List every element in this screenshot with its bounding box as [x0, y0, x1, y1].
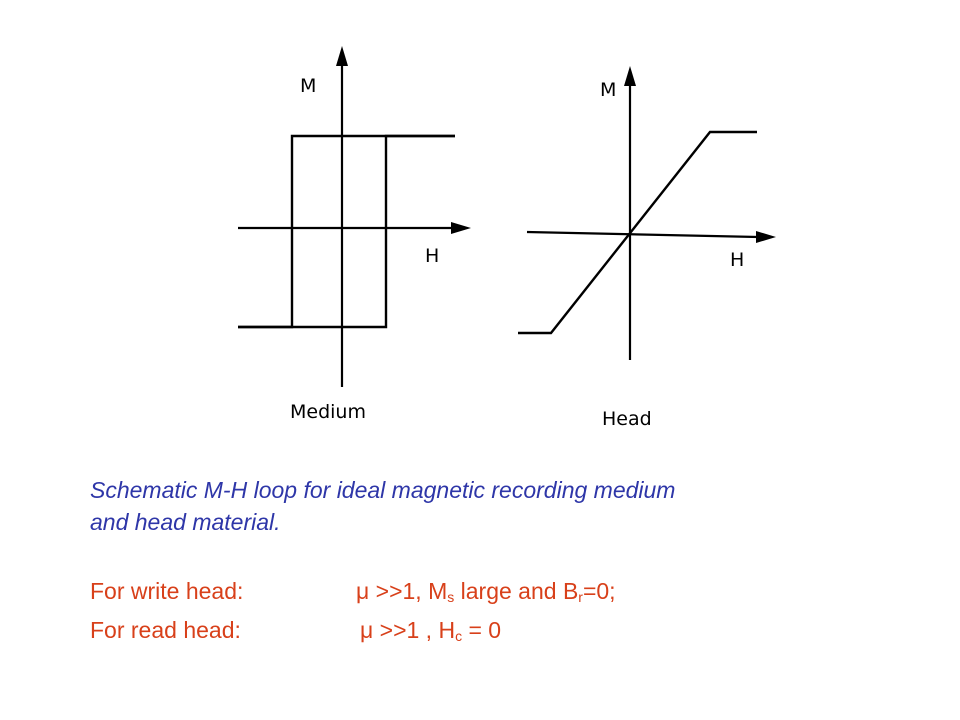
read-head-label: For read head: — [90, 617, 241, 643]
br-subscript: r — [578, 589, 583, 605]
read-end: = 0 — [462, 617, 502, 643]
head-h-axis-arrowhead — [756, 231, 776, 243]
hc-subscript: c — [455, 628, 463, 644]
write-mid: large and B — [454, 578, 579, 604]
medium-m-label: M — [300, 75, 316, 97]
write-end: =0; — [582, 578, 616, 604]
medium-square-loop-return — [238, 134, 455, 329]
medium-m-axis-arrowhead — [336, 46, 348, 66]
caption-line-1: Schematic M-H loop for ideal magnetic re… — [90, 477, 676, 503]
ms-subscript: s — [447, 589, 455, 605]
head-requirements: For write head: μ >>1, Ms large and Br=0;… — [90, 575, 616, 653]
caption-line-2: and head material. — [90, 509, 281, 535]
medium-caption: Medium — [290, 401, 366, 423]
head-linear-curve — [518, 130, 757, 335]
head-m-label: M — [600, 79, 616, 101]
medium-square-loop — [238, 134, 455, 329]
read-head-note: For read head: μ >>1 , Hc = 0 — [90, 614, 616, 653]
read-mu: μ >>1 , H — [360, 617, 456, 643]
mh-loop-diagrams: M H Medium M H Head — [238, 46, 776, 430]
medium-diagram: M H Medium — [238, 46, 471, 423]
write-mu: μ >>1, M — [356, 578, 448, 604]
head-diagram: M H Head — [518, 66, 776, 430]
medium-h-axis-arrowhead — [451, 222, 471, 234]
head-m-axis-arrowhead — [624, 66, 636, 86]
write-head-label: For write head: — [90, 578, 244, 604]
figure-caption: Schematic M-H loop for ideal magnetic re… — [90, 474, 930, 538]
medium-h-label: H — [425, 245, 439, 267]
head-h-axis — [526, 230, 759, 239]
write-head-note: For write head: μ >>1, Ms large and Br=0; — [90, 575, 616, 614]
head-caption: Head — [602, 408, 652, 430]
head-h-label: H — [730, 249, 744, 271]
